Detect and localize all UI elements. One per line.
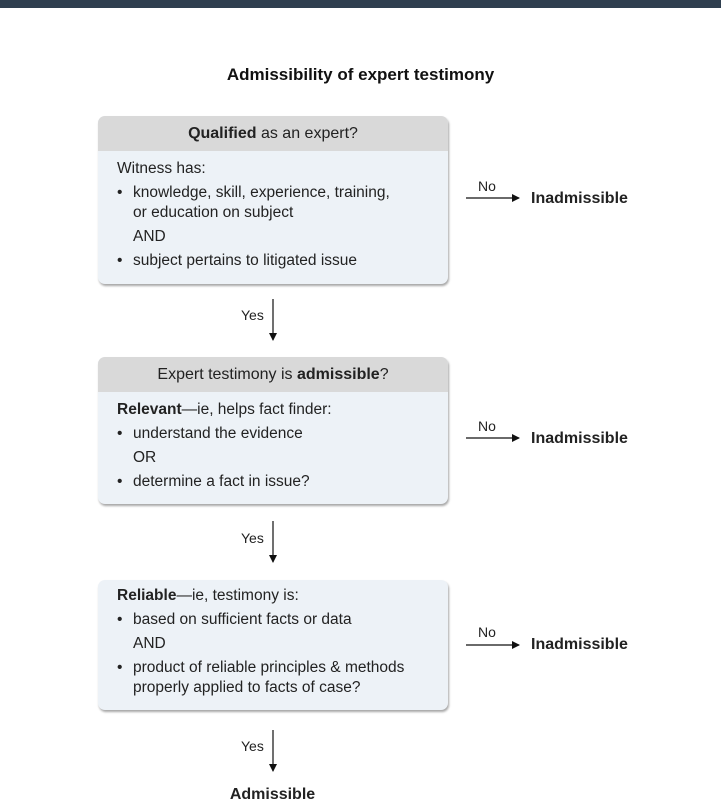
qualified-connector: AND [133, 228, 166, 245]
yes-label-3: Yes [241, 738, 264, 754]
reliable-intro-bold: Reliable [117, 587, 177, 604]
inadmissible-outcome-1: Inadmissible [531, 190, 628, 207]
qualified-intro: Witness has: [117, 160, 206, 177]
no-label-2: No [478, 418, 496, 434]
top-bar [0, 0, 721, 8]
reliable-box-body: Reliable—ie, testimony is: based on suff… [98, 580, 448, 698]
admissible-box: Expert testimony is admissible? Relevant… [98, 357, 448, 504]
inadmissible-outcome-2: Inadmissible [531, 430, 628, 447]
reliable-box: Reliable—ie, testimony is: based on suff… [98, 580, 448, 710]
qualified-box: Qualified as an expert? Witness has: kno… [98, 116, 448, 284]
reliable-intro: Reliable—ie, testimony is: [117, 586, 448, 606]
no-label-3: No [478, 624, 496, 640]
reliable-criterion-2: product of reliable principles & methods… [117, 658, 448, 698]
relevant-connector: OR [133, 449, 157, 466]
qualified-header-bold: Qualified [188, 125, 257, 142]
qualified-box-body: Witness has: knowledge, skill, experienc… [98, 151, 448, 271]
admissible-header-post: ? [379, 366, 389, 383]
relevant-intro-rest: —ie, helps fact finder: [181, 401, 332, 418]
relevant-criterion-2: determine a fact in issue? [117, 472, 448, 492]
inadmissible-outcome-3: Inadmissible [531, 636, 628, 653]
qualified-box-header: Qualified as an expert? [98, 116, 448, 151]
relevant-intro-bold: Relevant [117, 401, 182, 418]
qualified-header-rest: as an expert? [256, 125, 358, 142]
admissible-header-pre: Expert testimony is [157, 366, 297, 383]
no-label-1: No [478, 178, 496, 194]
relevant-criterion-1: understand the evidence [117, 424, 448, 444]
diagram-title: Admissibility of expert testimony [226, 65, 495, 84]
reliable-connector: AND [133, 635, 166, 652]
qualified-criterion-2: subject pertains to litigated issue [117, 251, 448, 271]
qualified-criterion-1-line-1: knowledge, skill, experience, training, [133, 184, 390, 201]
yes-label-2: Yes [241, 530, 264, 546]
reliable-intro-rest: —ie, testimony is: [176, 587, 299, 604]
admissible-outcome: Admissible [229, 786, 316, 803]
reliable-criterion-1: based on sufficient facts or data [117, 610, 448, 630]
qualified-criterion-1-line-2: or education on subject [133, 204, 294, 221]
qualified-criterion-1: knowledge, skill, experience, training, … [117, 183, 448, 223]
reliable-criterion-2-line-2: properly applied to facts of case? [133, 679, 361, 696]
admissible-box-body: Relevant—ie, helps fact finder: understa… [98, 392, 448, 492]
admissible-box-header: Expert testimony is admissible? [98, 357, 448, 392]
relevant-intro: Relevant—ie, helps fact finder: [117, 400, 448, 420]
yes-label-1: Yes [241, 307, 264, 323]
reliable-criterion-2-line-1: product of reliable principles & methods [133, 659, 405, 676]
admissible-header-bold: admissible [297, 366, 380, 383]
